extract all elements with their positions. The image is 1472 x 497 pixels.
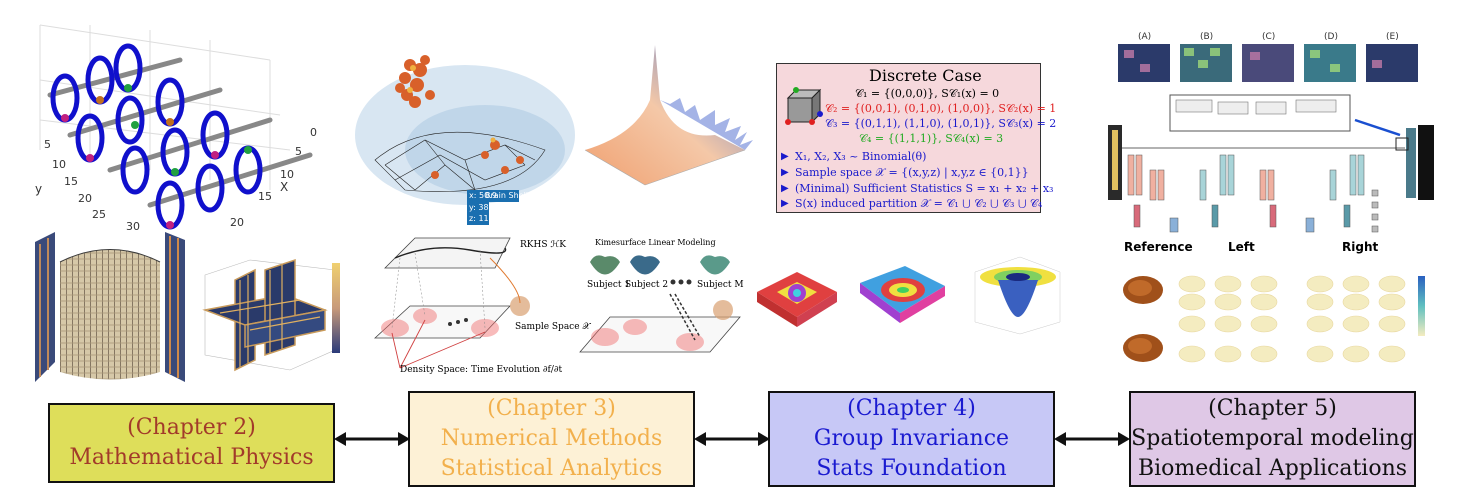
brain-reference-label: Reference — [1124, 240, 1193, 254]
color-surface-1 — [752, 262, 842, 337]
rings-ytick: 10 — [52, 158, 66, 171]
double-arrow-3-4 — [694, 432, 770, 446]
discrete-b1: X₁, X₂, X₃ ~ Binomial(θ) — [795, 150, 927, 163]
rings-ytick: 25 — [92, 208, 106, 221]
chapter-4-number: (Chapter 4) — [847, 396, 976, 421]
unet-svg — [1108, 44, 1434, 233]
discrete-c3: 𝒞₃ = {(0,1,1), (1,1,0), (1,0,1)}, S𝒞₃(x)… — [825, 117, 1057, 130]
rings-y-label: y — [35, 182, 43, 196]
discrete-b2: Sample space 𝒳 = {(x,y,z) | x,y,z ∈ {0,1… — [795, 166, 1029, 179]
rings-ytick: 30 — [126, 220, 140, 233]
chapter-2-box: (Chapter 2) Mathematical Physics — [48, 403, 335, 483]
bullet-arrow: ▶ — [781, 183, 789, 194]
chapter-3-title: Numerical Methods — [440, 426, 663, 451]
kime-subject-1: Subject 1 — [587, 280, 631, 290]
brain-maps-svg — [1123, 275, 1425, 363]
tooltip-y: y: 38 — [469, 203, 489, 212]
rings-xtick: 15 — [258, 190, 272, 203]
kime-subject-m: Subject M — [697, 280, 744, 290]
cylinder-volume-svg — [35, 232, 185, 382]
discrete-title: Discrete Case — [869, 66, 982, 85]
spiky-surface-svg — [584, 45, 753, 186]
cylinder-volume-plot — [30, 232, 190, 384]
tooltip-x: x: 50.9 — [469, 191, 497, 200]
brain-right-label: Right — [1342, 240, 1379, 254]
rings-ytick: 5 — [44, 138, 51, 151]
chapter-5-title: Spatiotemporal modeling — [1131, 426, 1414, 451]
rings-xtick: 10 — [280, 168, 294, 181]
chapter-5-subtitle: Biomedical Applications — [1137, 456, 1408, 481]
unet-label-e: (E) — [1386, 32, 1399, 42]
color-surface-2 — [855, 258, 950, 333]
rings-plot-svg — [39, 24, 313, 230]
discrete-c4: 𝒞₄ = {(1,1,1)}, S𝒞₄(x) = 3 — [859, 132, 1004, 145]
brain-shell-plot: Brain Shell x: 50.9 y: 38 z: 11 — [345, 40, 575, 226]
chapter-4-box: (Chapter 4) Group Invariance Stats Found… — [768, 391, 1055, 487]
unet-label-b: (B) — [1200, 32, 1214, 42]
kime-subject-2: Subject 2 — [625, 280, 669, 290]
cross-planes-svg — [202, 258, 336, 372]
double-arrow-2-3 — [334, 432, 410, 446]
rkhs-label: RKHS ℋK — [520, 240, 566, 250]
tooltip-z: z: 11 — [469, 214, 489, 223]
kime-title: Kimesurface Linear Modeling — [595, 238, 716, 247]
kimesurface-svg — [579, 255, 741, 353]
chapter-4-title: Group Invariance — [813, 426, 1010, 451]
discrete-case-box: Discrete Case 𝒞₁ = {(0,0,0)}, S𝒞₁(x) = 0… — [776, 63, 1056, 213]
chapter-3-box: (Chapter 3) Numerical Methods Statistica… — [408, 391, 695, 487]
discrete-b3: (Minimal) Sufficient Statistics S = x₁ +… — [795, 182, 1054, 195]
unet-label-a: (A) — [1138, 32, 1152, 42]
chapter-3-number: (Chapter 3) — [487, 396, 616, 421]
bullet-arrow: ▶ — [781, 198, 789, 209]
chapter-5-box: (Chapter 5) Spatiotemporal modeling Biom… — [1129, 391, 1416, 487]
rings-xtick: 5 — [295, 145, 302, 158]
unet-label-c: (C) — [1262, 32, 1276, 42]
cube-icon — [785, 87, 823, 125]
rkhs-diagram: RKHS ℋK Sample Space 𝒳 Density Space: Ti… — [370, 228, 590, 378]
rings-xtick: 20 — [230, 216, 244, 229]
discrete-c1: 𝒞₁ = {(0,0,0)}, S𝒞₁(x) = 0 — [855, 87, 1000, 100]
density-space-label: Density Space: Time Evolution ∂f/∂t — [400, 365, 563, 375]
rings-ytick: 15 — [64, 175, 78, 188]
brain-maps-panel: Reference Left Right — [1110, 240, 1445, 370]
bullet-arrow: ▶ — [781, 151, 789, 162]
chapter-3-subtitle: Statistical Analytics — [440, 456, 663, 481]
color-surface-3 — [970, 252, 1065, 337]
brain-shell-svg — [355, 55, 575, 226]
discrete-b4: S(x) induced partition 𝒳 = 𝒞₁ ⋃ 𝒞₂ ⋃ 𝒞₃ … — [795, 197, 1043, 210]
unet-diagram: (A) (B) (C) (D) (E) — [1100, 30, 1440, 240]
rings-ytick: 20 — [78, 192, 92, 205]
sample-space-label: Sample Space 𝒳 — [515, 322, 591, 332]
rings-3d-plot: X y 5 10 15 20 25 30 0 5 10 15 20 — [30, 20, 340, 235]
chapter-5-number: (Chapter 5) — [1208, 396, 1337, 421]
bullet-arrow: ▶ — [781, 167, 789, 178]
unet-label-d: (D) — [1324, 32, 1338, 42]
cross-planes-plot — [190, 255, 350, 380]
tooltip-title: Brain Shell — [485, 191, 529, 200]
rkhs-svg — [373, 237, 530, 369]
chapter-4-subtitle: Stats Foundation — [816, 456, 1007, 481]
brain-left-label: Left — [1228, 240, 1255, 254]
chapter-2-number: (Chapter 2) — [127, 415, 256, 440]
chapter-2-title: Mathematical Physics — [69, 445, 314, 470]
double-arrow-4-5 — [1054, 432, 1130, 446]
kimesurface-diagram: Kimesurface Linear Modeling Subject 1 Su… — [575, 232, 750, 372]
spiky-surface-plot — [575, 40, 765, 200]
colorbar — [332, 263, 340, 353]
rings-x-label: X — [280, 180, 289, 194]
discrete-c2: 𝒞₂ = {(0,0,1), (0,1,0), (1,0,0)}, S𝒞₂(x)… — [825, 102, 1057, 115]
rings-xtick: 0 — [310, 126, 317, 139]
